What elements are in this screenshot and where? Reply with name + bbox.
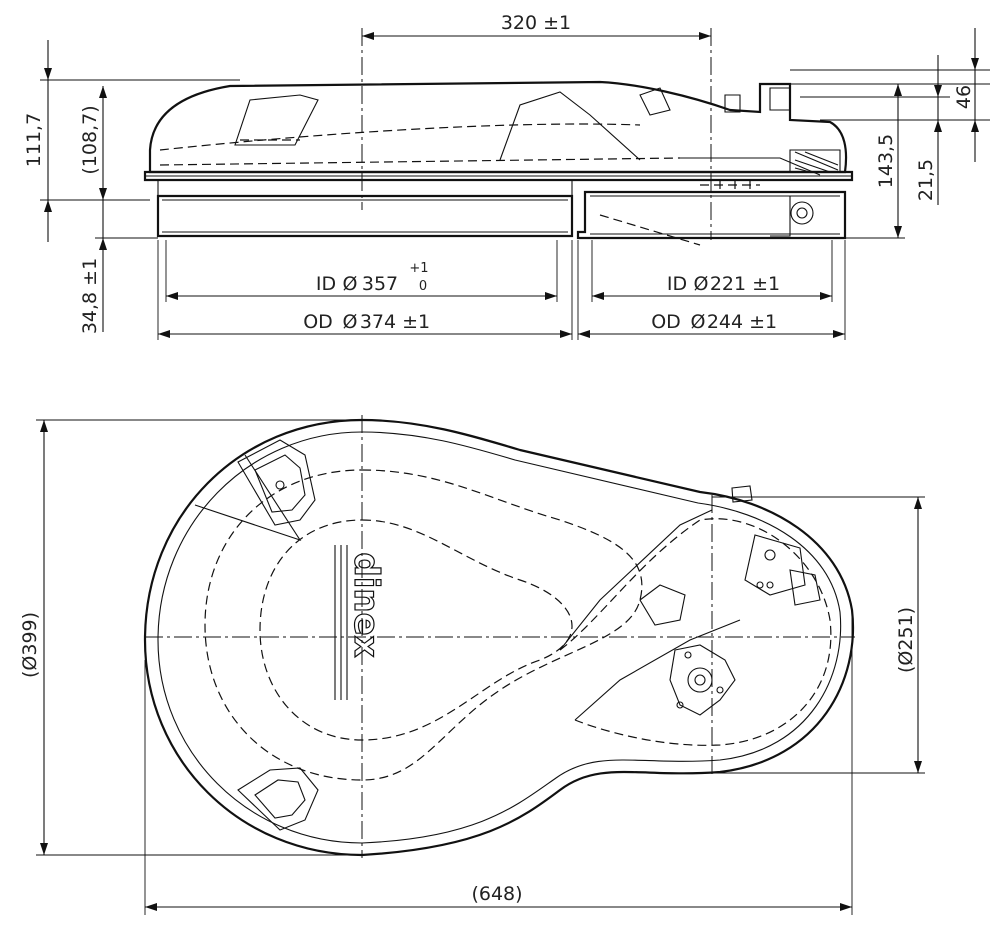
dim-height-body: (108,7) <box>79 105 101 174</box>
side-body-outline <box>148 80 848 174</box>
dim-top-width: 320 ±1 <box>501 12 571 34</box>
top-outline <box>143 418 855 857</box>
side-port-circle <box>790 201 814 225</box>
svg-text:Ø: Ø <box>343 311 358 333</box>
dim-right-top: 46 <box>953 85 975 109</box>
svg-text:OD: OD <box>651 311 681 333</box>
svg-text:Ø: Ø <box>691 311 706 333</box>
svg-text:221 ±1: 221 ±1 <box>710 273 780 295</box>
side-inlet-left <box>156 194 574 238</box>
dim-id-large: ID Ø 357 +1 0 <box>316 261 429 295</box>
svg-text:244 ±1: 244 ±1 <box>707 311 777 333</box>
svg-text:dinex: dinex <box>346 552 386 657</box>
svg-text:374 ±1: 374 ±1 <box>360 311 430 333</box>
side-view: 320 ±1 111,7 (108,7) 34,8 ±1 46 21,5 143… <box>23 12 990 340</box>
dim-od-small: OD Ø 244 ±1 <box>651 311 777 333</box>
dinex-logo: dinex <box>345 552 386 658</box>
dim-lower-height: 34,8 ±1 <box>79 258 101 334</box>
top-view: dinex (Ø399) (Ø251) (648) <box>19 415 925 915</box>
dim-top-width: (648) <box>471 883 522 905</box>
svg-text:+1: +1 <box>409 261 428 276</box>
svg-text:OD: OD <box>303 311 333 333</box>
dim-id-small: ID Ø 221 ±1 <box>667 273 780 295</box>
dim-right-mid: 21,5 <box>915 159 937 201</box>
dim-od-large: OD Ø 374 ±1 <box>303 311 430 333</box>
svg-text:357: 357 <box>362 273 398 295</box>
side-outlet-right <box>576 190 847 240</box>
dim-top-height: (Ø399) <box>19 612 41 678</box>
svg-text:0: 0 <box>419 279 427 294</box>
svg-text:ID: ID <box>667 273 687 295</box>
dim-height-total: 111,7 <box>23 113 45 167</box>
side-flange <box>143 170 854 182</box>
svg-text:Ø: Ø <box>343 273 358 295</box>
svg-text:ID: ID <box>316 273 336 295</box>
dim-right-height: 143,5 <box>875 134 897 188</box>
dim-top-right-dia: (Ø251) <box>895 607 917 673</box>
svg-text:Ø: Ø <box>694 273 709 295</box>
